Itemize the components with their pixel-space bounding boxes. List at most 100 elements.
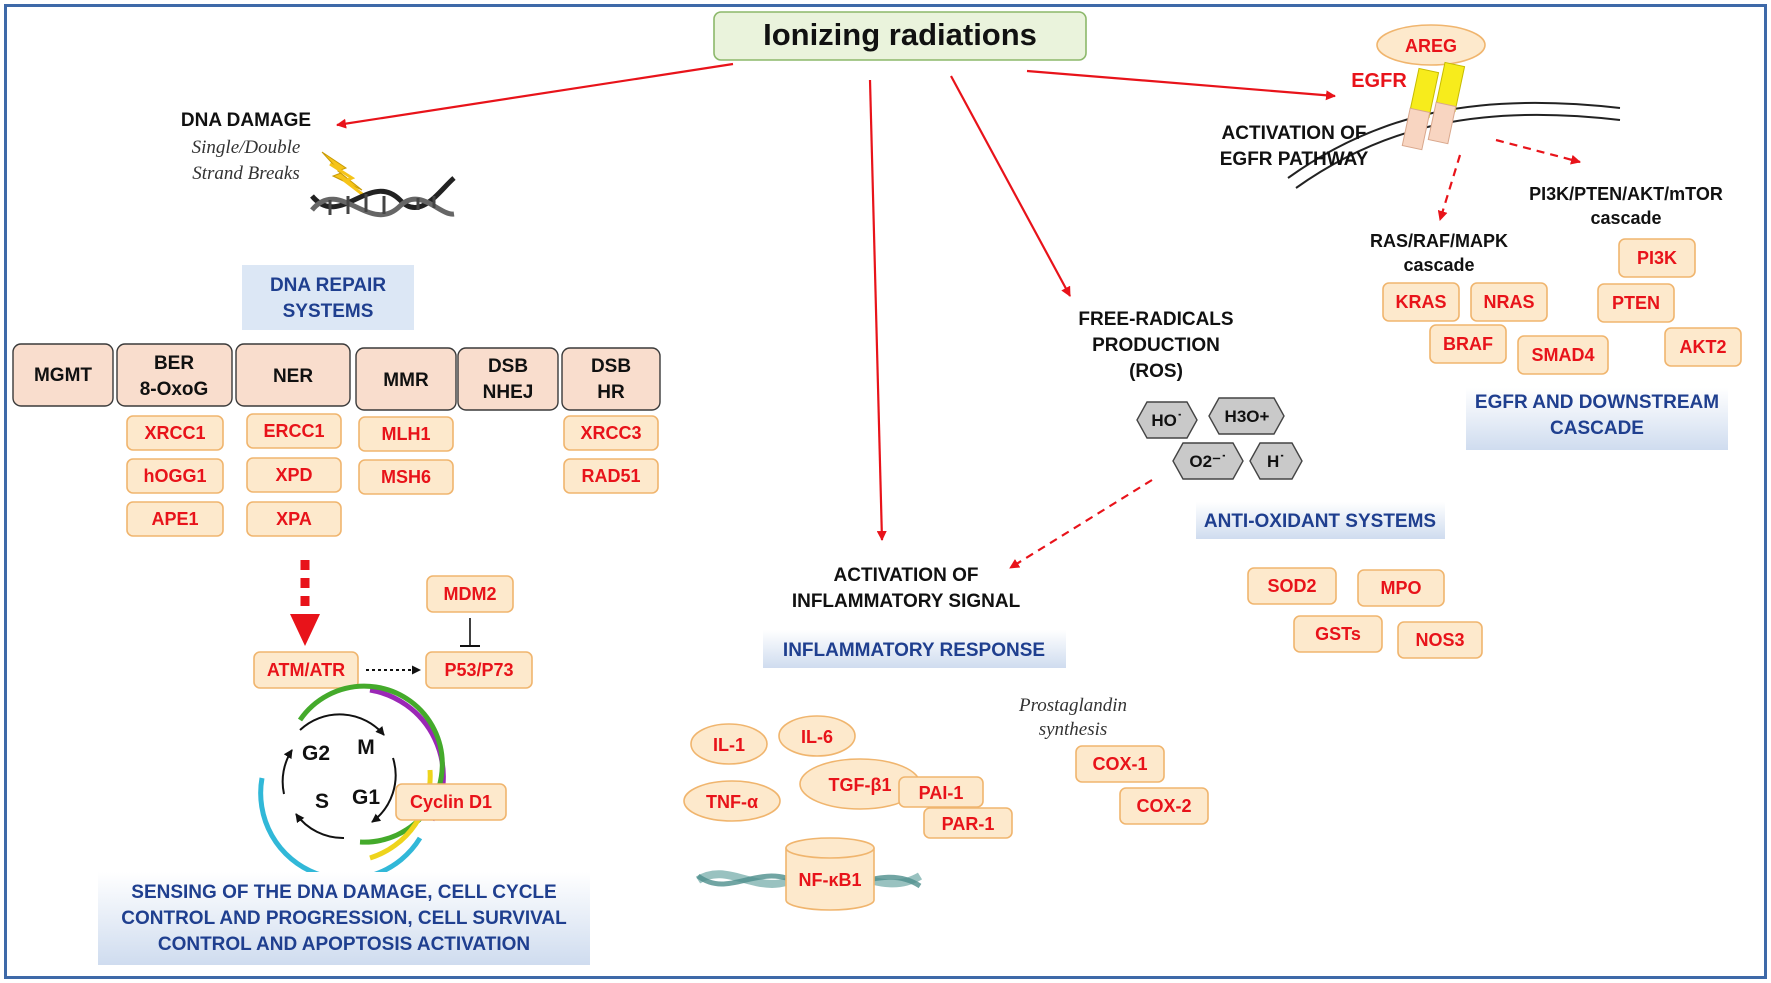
- svg-text:PAR-1: PAR-1: [942, 814, 995, 834]
- gene-sod2: SOD2: [1247, 567, 1337, 605]
- arrow-to-egfr: [1026, 69, 1336, 101]
- gene-xpa: XPA: [246, 501, 342, 537]
- svg-text:XPD: XPD: [275, 465, 312, 485]
- svg-text:BRAF: BRAF: [1443, 334, 1493, 354]
- inflammation-heading2: INFLAMMATORY SIGNAL: [792, 591, 1021, 612]
- lightning-icon: [321, 151, 367, 199]
- gene-atm-atr: ATM/ATR: [253, 651, 359, 689]
- phase-g1: G1: [352, 786, 380, 809]
- egfr-downstream-line2: CASCADE: [1550, 418, 1644, 439]
- nfkb1-cylinder: NF-κB1: [785, 837, 875, 911]
- repair-col-mgmt: MGMT: [12, 343, 114, 407]
- svg-text:Cyclin D1: Cyclin D1: [410, 792, 492, 812]
- prostaglandin-line2: synthesis: [1039, 719, 1108, 740]
- radical-h: H˙: [1249, 442, 1303, 480]
- radical-ho: HO˙: [1136, 401, 1198, 439]
- svg-text:H˙: H˙: [1267, 452, 1285, 471]
- gene-hogg1: hOGG1: [126, 458, 224, 494]
- repair-col-dsb-nhej: DSB NHEJ: [457, 347, 559, 411]
- arrow-egfr-to-ras: [1437, 154, 1462, 221]
- inflammatory-response: INFLAMMATORY RESPONSE: [783, 640, 1045, 661]
- svg-text:MPO: MPO: [1380, 578, 1421, 598]
- svg-text:PTEN: PTEN: [1612, 293, 1660, 313]
- dna-damage-heading: DNA DAMAGE: [181, 110, 311, 131]
- gene-xpd: XPD: [246, 457, 342, 493]
- svg-text:TGF-β1: TGF-β1: [829, 775, 892, 795]
- svg-text:P53/P73: P53/P73: [444, 660, 513, 680]
- gene-kras: KRAS: [1382, 282, 1460, 322]
- gene-ape1: APE1: [126, 501, 224, 537]
- svg-text:NRAS: NRAS: [1483, 292, 1534, 312]
- svg-text:SMAD4: SMAD4: [1531, 345, 1594, 365]
- egfr-activation-line1: ACTIVATION OF: [1222, 123, 1367, 144]
- dna-repair-header-bg: [242, 265, 414, 330]
- radical-o2: O2⁻˙: [1172, 442, 1244, 480]
- ros-line1: FREE-RADICALS: [1078, 309, 1233, 330]
- arrow-ros-to-inflammation: [1009, 479, 1153, 569]
- svg-text:H3O+: H3O+: [1225, 407, 1270, 426]
- inflammation-heading1: ACTIVATION OF: [834, 565, 979, 586]
- svg-text:IL-1: IL-1: [713, 735, 745, 755]
- svg-text:hOGG1: hOGG1: [143, 466, 206, 486]
- prostaglandin-line1: Prostaglandin: [1018, 695, 1127, 716]
- svg-text:XRCC3: XRCC3: [580, 423, 641, 443]
- cytokine-il6: IL-6: [778, 715, 856, 757]
- pi3k-cascade-line1: PI3K/PTEN/AKT/mTOR: [1529, 184, 1723, 204]
- gene-akt2: AKT2: [1664, 327, 1742, 367]
- cytokine-tnf-a: TNF-α: [683, 780, 781, 822]
- phase-s: S: [315, 790, 329, 813]
- ros-line3: (ROS): [1129, 361, 1183, 382]
- repair-col-ner: NER: [235, 343, 351, 407]
- repair-col-sublabel: HR: [597, 382, 625, 403]
- svg-text:MDM2: MDM2: [444, 584, 497, 604]
- svg-text:MLH1: MLH1: [382, 424, 431, 444]
- cytokine-il1: IL-1: [690, 723, 768, 765]
- inflammatory-response-bg: [763, 630, 1066, 668]
- repair-col-label: DSB: [591, 356, 631, 377]
- gene-gsts: GSTs: [1293, 615, 1383, 653]
- gene-par1: PAR-1: [923, 807, 1013, 839]
- gene-xrcc1: XRCC1: [126, 415, 224, 451]
- repair-col-sublabel: NHEJ: [483, 382, 534, 403]
- dna-repair-header-line1: DNA REPAIR: [270, 275, 386, 296]
- dna-damage-line2: Strand Breaks: [192, 163, 299, 184]
- repair-col-ber: BER 8-OxoG: [116, 343, 233, 407]
- svg-text:XPA: XPA: [276, 509, 312, 529]
- gene-nras: NRAS: [1470, 282, 1548, 322]
- repair-col-label: DSB: [488, 356, 528, 377]
- gene-ercc1: ERCC1: [246, 413, 342, 449]
- dna-repair-header-line2: SYSTEMS: [283, 301, 374, 322]
- gene-cox2: COX-2: [1119, 787, 1209, 825]
- svg-text:HO˙: HO˙: [1151, 411, 1182, 430]
- ras-cascade-line1: RAS/RAF/MAPK: [1370, 231, 1508, 251]
- repair-col-sublabel: 8-OxoG: [140, 379, 209, 400]
- svg-text:PAI-1: PAI-1: [919, 783, 964, 803]
- dna-damage-line1: Single/Double: [192, 137, 301, 158]
- gene-cyclin-d1: Cyclin D1: [395, 783, 507, 821]
- repair-col-dsb-hr: DSB HR: [561, 347, 661, 411]
- svg-text:IL-6: IL-6: [801, 727, 833, 747]
- title-box: Ionizing radiations: [713, 11, 1087, 61]
- gene-pai1: PAI-1: [898, 776, 984, 808]
- egfr-downstream-line1: EGFR AND DOWNSTREAM: [1475, 392, 1719, 413]
- arrow-egfr-to-pi3k: [1495, 138, 1581, 165]
- svg-text:SOD2: SOD2: [1267, 576, 1316, 596]
- cell-cycle-icon: G2 M S G1: [258, 683, 446, 882]
- svg-text:ATM/ATR: ATM/ATR: [267, 660, 345, 680]
- gene-pi3k: PI3K: [1618, 238, 1696, 278]
- egfr-label: EGFR: [1351, 70, 1407, 92]
- repair-col-mmr: MMR: [355, 347, 457, 411]
- arrow-to-ros: [950, 75, 1071, 297]
- svg-text:APE1: APE1: [151, 509, 198, 529]
- gene-nos3: NOS3: [1397, 621, 1483, 659]
- svg-text:COX-1: COX-1: [1092, 754, 1147, 774]
- svg-text:ERCC1: ERCC1: [263, 421, 324, 441]
- gene-pten: PTEN: [1597, 283, 1675, 323]
- svg-text:MSH6: MSH6: [381, 467, 431, 487]
- egfr-downstream-bg: [1466, 388, 1728, 450]
- gene-braf: BRAF: [1429, 324, 1507, 364]
- arrow-to-inflammation: [868, 79, 887, 541]
- gene-mlh1: MLH1: [358, 416, 454, 452]
